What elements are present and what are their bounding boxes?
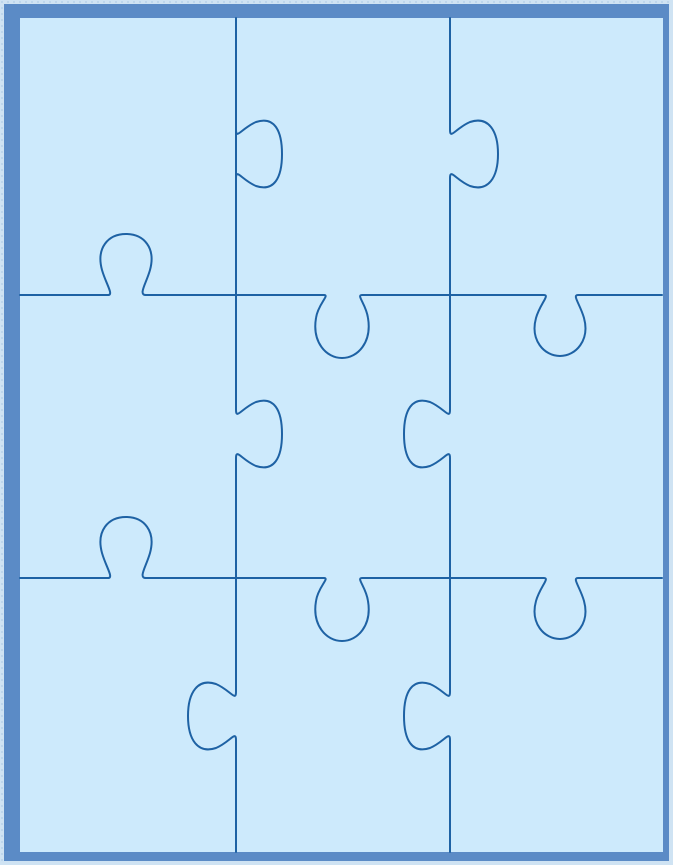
- puzzle-piece-r2-c3[interactable]: [450, 295, 663, 578]
- puzzle-piece-r1-c3[interactable]: [450, 18, 663, 295]
- puzzle-piece-r3-c1[interactable]: [20, 578, 236, 852]
- puzzle-piece-r2-c2[interactable]: [236, 295, 450, 578]
- puzzle-piece-r3-c3[interactable]: [450, 578, 663, 852]
- puzzle-piece-r1-c1[interactable]: [20, 18, 236, 295]
- puzzle-piece-r1-c2[interactable]: [236, 18, 450, 295]
- puzzle-pieces: [20, 18, 663, 852]
- puzzle-piece-r2-c1[interactable]: [20, 295, 236, 578]
- puzzle-piece-r3-c2[interactable]: [236, 578, 450, 852]
